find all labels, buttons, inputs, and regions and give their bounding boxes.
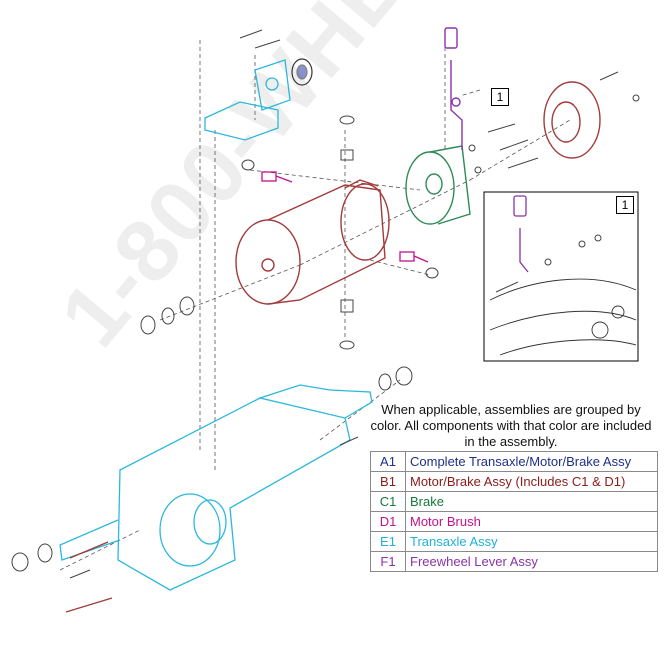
bolt-top-left [239, 29, 281, 49]
bushing [291, 58, 313, 86]
freewheel-lever [444, 27, 463, 150]
brake-assembly [405, 145, 471, 225]
legend-label: Complete Transaxle/Motor/Brake Assy [405, 451, 658, 472]
legend-label: Freewheel Lever Assy [405, 551, 658, 572]
assembly-guide-lines [59, 40, 571, 571]
motor-brush-top [261, 171, 293, 183]
detail-inset [483, 191, 639, 362]
motor-brush-right [399, 251, 429, 263]
washers-left [140, 296, 195, 335]
hardware-bolts-right [468, 71, 640, 174]
legend-code: F1 [370, 551, 406, 572]
transaxle-assembly [59, 384, 373, 591]
legend-code: E1 [370, 531, 406, 552]
long-bolts [65, 541, 113, 613]
color-grouping-note: When applicable, assemblies are grouped … [370, 402, 652, 449]
legend-label: Transaxle Assy [405, 531, 658, 552]
freewheel-bracket [204, 59, 291, 141]
legend-label: Brake [405, 491, 658, 512]
transaxle-hardware [11, 366, 413, 579]
callout-label-inset: 1 [616, 196, 634, 214]
legend-code: A1 [370, 451, 406, 472]
brush-caps [241, 115, 439, 350]
legend-label: Motor/Brake Assy (Includes C1 & D1) [405, 471, 658, 492]
legend-code: C1 [370, 491, 406, 512]
motor-assembly [235, 179, 390, 305]
callout-label-main: 1 [491, 88, 509, 106]
legend-code: B1 [370, 471, 406, 492]
end-cover [543, 81, 601, 159]
legend-label: Motor Brush [405, 511, 658, 532]
legend-code: D1 [370, 511, 406, 532]
